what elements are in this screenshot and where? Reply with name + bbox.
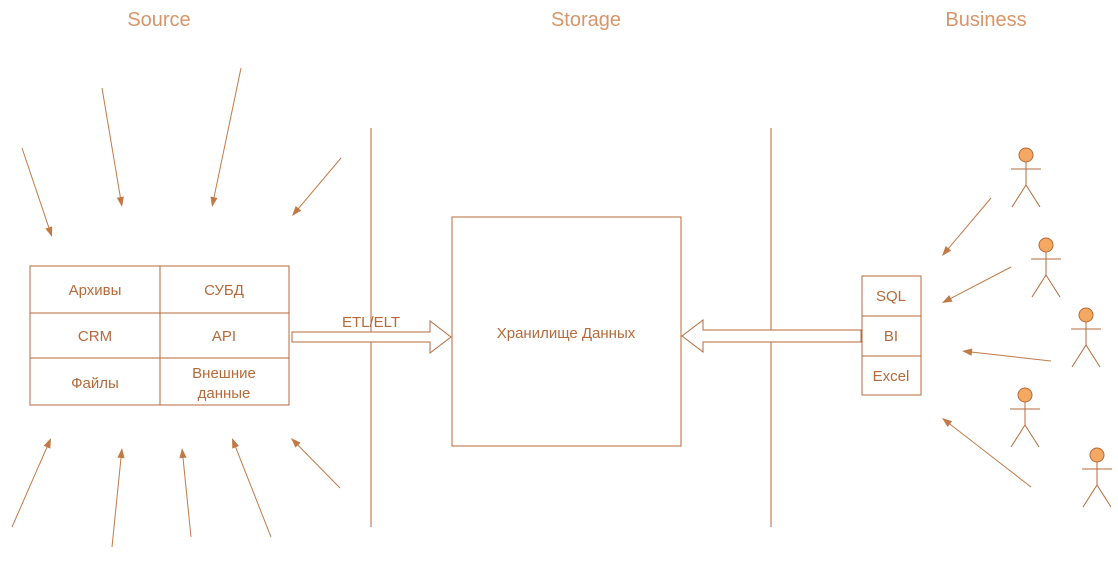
etl-label: ETL/ELT [342,314,400,331]
source-cell-crm: CRM [78,328,112,345]
etl-flow-arrow [291,319,452,355]
data-warehouse-label: Хранилище Данных [497,325,636,342]
tool-sql: SQL [876,288,906,305]
source-arrow [11,438,51,528]
source-arrow [101,87,124,207]
heading-business: Business [945,9,1026,31]
business-users [1010,147,1112,508]
user-actor-icon [1031,237,1061,298]
business-arrow [942,266,1012,303]
tool-bi: BI [884,328,898,345]
source-cell-external-line2: данные [198,385,251,402]
source-arrow [291,438,341,489]
business-arrow [942,418,1032,488]
source-cell-archives: Архивы [69,282,122,299]
data-warehouse-box [451,216,682,447]
source-arrow [21,147,53,237]
heading-source: Source [127,9,190,31]
user-actor-icon [1082,447,1112,508]
source-arrow [292,157,342,216]
business-arrow [942,197,992,256]
source-cell-api: API [212,328,236,345]
user-actor-icon [1011,147,1041,208]
source-arrow [232,438,272,538]
user-actor-icon [1010,387,1040,448]
tools-to-warehouse-arrow [681,318,862,354]
tools-stack-frame [861,275,922,396]
source-arrow [210,67,242,207]
source-cell-dbms: СУБД [204,282,244,299]
incoming-source-arrows [11,67,342,548]
source-arrow [111,448,125,548]
heading-storage: Storage [551,9,621,31]
source-cell-external-line1: Внешние [192,365,256,382]
sources-table: Архивы СУБД CRM API Файлы Внешние данные [29,265,290,406]
source-cell-files: Файлы [71,375,119,392]
tools-stack: SQL BI Excel [861,275,922,396]
source-arrow [179,448,192,538]
tool-excel: Excel [873,368,910,385]
business-arrow [962,348,1052,362]
user-actor-icon [1071,307,1101,368]
business-request-arrows [942,197,1052,488]
